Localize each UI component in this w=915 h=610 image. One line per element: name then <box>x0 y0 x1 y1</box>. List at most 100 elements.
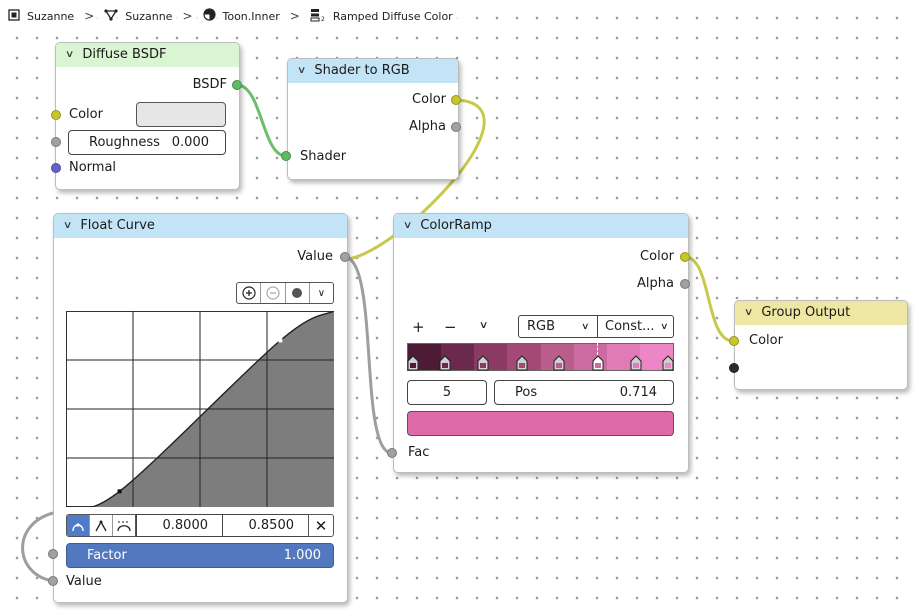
input-color-label: Color <box>69 107 103 122</box>
link-bsdf-to-shader <box>236 83 287 158</box>
chevron-down-icon: ∨ <box>581 321 590 332</box>
chevron-down-icon: ∨ <box>660 321 669 332</box>
curve-line <box>66 311 334 507</box>
input-shader-label: Shader <box>300 149 347 164</box>
roughness-value: 0.000 <box>171 135 209 150</box>
socket-color-out[interactable] <box>451 95 461 105</box>
add-stop-button[interactable]: + <box>412 318 425 336</box>
roughness-label: Roughness <box>89 135 160 150</box>
color-swatch[interactable] <box>136 102 226 127</box>
stop-position-label: Pos <box>515 385 538 400</box>
socket-fac-in[interactable] <box>387 448 397 458</box>
interpolation-value: Const... <box>605 319 655 334</box>
ramp-menu-chevron-icon[interactable]: ∨ <box>478 320 489 331</box>
input-color-label: Color <box>749 333 783 348</box>
stop-color-swatch[interactable] <box>407 411 674 436</box>
curve-control-point[interactable] <box>278 338 283 343</box>
float-curve-node[interactable]: ∨ Float Curve Value ∨ <box>53 213 348 603</box>
socket-bsdf-out[interactable] <box>232 80 242 90</box>
socket-roughness-in[interactable] <box>51 137 61 147</box>
delete-point-button[interactable]: ✕ <box>308 514 334 537</box>
color-stop-marker[interactable] <box>662 355 674 371</box>
shader-to-rgb-node[interactable]: ∨ Shader to RGB Color Alpha Shader <box>287 58 459 180</box>
circle-icon[interactable] <box>286 283 310 303</box>
diffuse-bsdf-node[interactable]: ∨ Diffuse BSDF BSDF Color Roughness 0.00… <box>55 42 240 190</box>
breadcrumb: Suzanne > Suzanne > Toon.Inner > 2 Rampe… <box>8 6 459 26</box>
interpolation-dropdown[interactable]: Const... ∨ <box>597 315 674 338</box>
node-header[interactable]: ∨ Float Curve <box>54 214 347 238</box>
breadcrumb-item-material[interactable]: Toon.Inner <box>202 8 280 24</box>
color-stop-marker[interactable] <box>516 355 528 371</box>
svg-text:2: 2 <box>321 16 325 22</box>
breadcrumb-label: Suzanne <box>27 9 75 23</box>
object-icon <box>8 8 20 24</box>
zoom-out-icon[interactable] <box>261 283 286 303</box>
factor-slider[interactable]: Factor 1.000 <box>66 543 334 568</box>
node-header[interactable]: ∨ Shader to RGB <box>288 59 458 83</box>
color-stop-marker[interactable] <box>439 355 451 371</box>
node-title: Shader to RGB <box>314 63 410 78</box>
link-color-to-group-output <box>684 255 734 343</box>
color-stop-marker[interactable] <box>407 355 419 371</box>
remove-stop-button[interactable]: − <box>444 318 457 336</box>
output-color-label: Color <box>412 92 446 107</box>
node-title: Group Output <box>761 305 851 320</box>
node-header[interactable]: ∨ ColorRamp <box>394 214 688 238</box>
roughness-field[interactable]: Roughness 0.000 <box>68 130 226 155</box>
curve-y-field[interactable]: 0.8500 <box>222 514 309 537</box>
output-bsdf-label: BSDF <box>192 77 227 92</box>
vector-handle-icon[interactable] <box>89 515 112 536</box>
chevron-down-icon[interactable]: ∨ <box>62 220 73 231</box>
input-normal-label: Normal <box>69 160 117 175</box>
socket-color-in[interactable] <box>51 110 61 120</box>
socket-value-in[interactable] <box>48 576 58 586</box>
curve-toolbar: ∨ <box>236 282 334 304</box>
socket-empty-in[interactable] <box>729 363 739 373</box>
group-output-node[interactable]: ∨ Group Output Color <box>734 300 908 390</box>
color-stop-marker[interactable] <box>592 343 604 371</box>
material-icon <box>202 8 216 24</box>
stop-index-field[interactable]: 5 <box>407 380 487 405</box>
curve-graph[interactable] <box>66 311 334 507</box>
chevron-right-icon: > <box>84 9 95 23</box>
stop-position-value: 0.714 <box>619 385 657 400</box>
socket-alpha-out[interactable] <box>680 279 690 289</box>
chevron-down-icon[interactable]: ∨ <box>296 65 307 76</box>
breadcrumb-item-object[interactable]: Suzanne <box>8 8 75 24</box>
zoom-in-icon[interactable] <box>237 283 262 303</box>
breadcrumb-item-mesh[interactable]: Suzanne <box>104 8 172 24</box>
color-stop-marker[interactable] <box>553 355 565 371</box>
stop-position-field[interactable]: Pos 0.714 <box>494 380 674 405</box>
auto-clamped-handle-icon[interactable] <box>112 515 135 536</box>
color-mode-dropdown[interactable]: RGB ∨ <box>518 315 598 338</box>
stop-index-value: 5 <box>442 385 452 400</box>
node-header[interactable]: ∨ Group Output <box>735 301 907 325</box>
socket-factor-in[interactable] <box>48 549 58 559</box>
socket-alpha-out[interactable] <box>451 122 461 132</box>
auto-handle-icon[interactable] <box>67 515 89 536</box>
ramp-widget[interactable] <box>407 343 674 373</box>
socket-normal-in[interactable] <box>51 163 61 173</box>
link-value-to-fac <box>343 255 393 455</box>
socket-shader-in[interactable] <box>281 151 291 161</box>
socket-color-out[interactable] <box>680 252 690 262</box>
chevron-down-icon[interactable]: ∨ <box>402 220 413 231</box>
socket-value-out[interactable] <box>340 252 350 262</box>
socket-color-in[interactable] <box>729 336 739 346</box>
curve-y-value: 0.8500 <box>248 518 295 533</box>
chevron-down-icon[interactable]: ∨ <box>64 49 75 60</box>
color-stop-marker[interactable] <box>630 355 642 371</box>
breadcrumb-item-node-group[interactable]: 2 Ramped Diffuse Color <box>310 8 453 25</box>
close-icon: ✕ <box>314 516 328 535</box>
chevron-down-icon[interactable]: ∨ <box>317 287 326 299</box>
curve-control-point[interactable] <box>117 489 122 494</box>
node-title: Diffuse BSDF <box>82 47 167 62</box>
color-stop-marker[interactable] <box>477 355 489 371</box>
color-ramp-node[interactable]: ∨ ColorRamp Color Alpha + − ∨ RGB ∨ Cons… <box>393 213 689 473</box>
node-header[interactable]: ∨ Diffuse BSDF <box>56 43 239 67</box>
chevron-down-icon[interactable]: ∨ <box>743 307 754 318</box>
curve-grid <box>66 311 334 507</box>
node-title: Float Curve <box>80 218 155 233</box>
curve-x-field[interactable]: 0.8000 <box>136 514 223 537</box>
link-value-reroute <box>21 511 54 583</box>
